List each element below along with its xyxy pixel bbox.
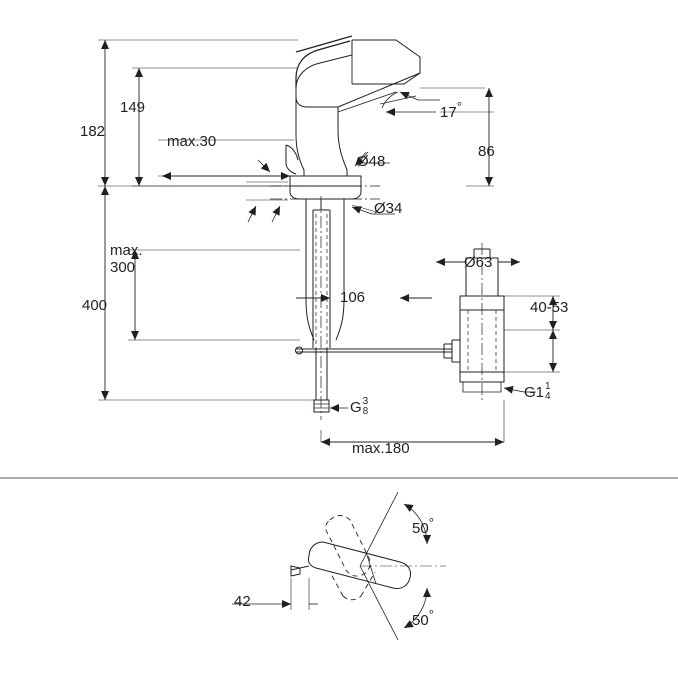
dim-diameter-48: Ø48: [357, 153, 386, 170]
max-300-line1: max.: [110, 242, 143, 259]
dim-angle-17: 17°: [440, 100, 462, 121]
angle-50-bottom-value: 50: [412, 612, 429, 629]
dim-angle-50-bottom: 50°: [412, 608, 434, 629]
dim-max-180: max.180: [352, 440, 410, 457]
angle-50-top-value: 50: [412, 520, 429, 537]
plan-view-dimensions: [232, 491, 446, 641]
dim-149: 149: [120, 99, 146, 116]
dim-86: 86: [478, 143, 495, 160]
thread-g114-denominator: 4: [545, 391, 551, 402]
dim-106: 106: [340, 289, 366, 306]
center-lines: [270, 185, 483, 420]
leader-lines: [246, 91, 536, 412]
thread-g114-prefix: G1: [524, 383, 545, 401]
faucet-body-outline: [285, 35, 505, 413]
dimension-lines: [101, 40, 557, 446]
dim-40-53: 40-53: [530, 299, 569, 316]
max-300-line2: 300: [110, 259, 136, 277]
dim-400: 400: [82, 297, 108, 314]
dim-diameter-63: Ø63: [464, 254, 493, 271]
dim-diameter-34: Ø34: [374, 200, 403, 217]
thread-g114-numerator: 1: [545, 381, 551, 392]
thread-g38-numerator: 3: [362, 396, 369, 407]
degree-symbol-50-top: °: [428, 515, 434, 530]
degree-symbol-17: °: [456, 99, 462, 114]
degree-symbol-50-bottom: °: [428, 607, 434, 622]
dim-182: 182: [80, 123, 106, 140]
angle-17-value: 17: [440, 104, 457, 121]
dim-angle-50-top: 50°: [412, 516, 434, 537]
thread-g38-prefix: G: [350, 398, 362, 416]
dim-max-30: max.30: [167, 133, 217, 150]
dim-max-300: max. 300: [110, 242, 143, 277]
thread-g38-denominator: 8: [362, 406, 369, 417]
dim-42: 42: [234, 593, 251, 610]
